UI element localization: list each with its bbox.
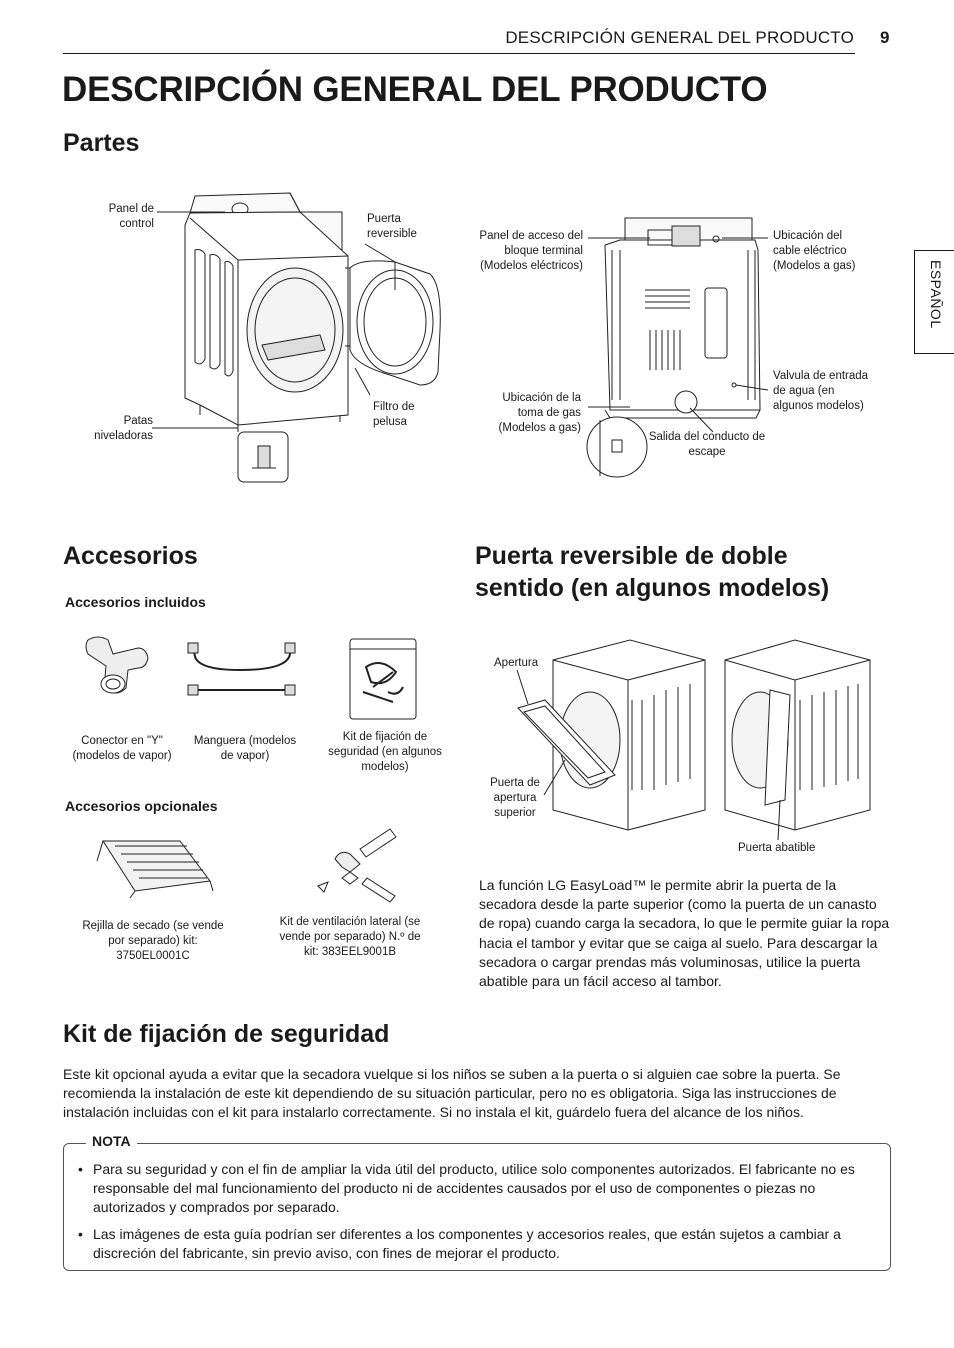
label-patas-niveladoras: Patas niveladoras: [94, 415, 153, 442]
partes-heading: Partes: [63, 129, 140, 157]
nota-label: NOTA: [86, 1133, 137, 1149]
label-panel-acceso: Panel de acceso del bloque terminal (Mod…: [479, 230, 583, 272]
label-valvula-agua: Valvula de entrada de agua (en algunos m…: [773, 370, 869, 412]
label-puerta-reversible: Puerta reversible: [367, 213, 417, 240]
hose-icon: [185, 635, 300, 700]
label-apertura: Apertura: [494, 657, 539, 669]
accesorios-opcionales-heading: Accesorios opcionales: [65, 798, 218, 814]
puerta-heading: Puerta reversible de doble sentido (en a…: [475, 540, 829, 604]
safety-kit-bag-icon: [348, 637, 420, 723]
label-ubicacion-cable: Ubicación del cable eléctrico (Modelos a…: [773, 230, 856, 272]
kit-body: Este kit opcional ayuda a evitar que la …: [63, 1066, 841, 1121]
accesorio-label: Manguera (modelos de vapor): [193, 735, 297, 762]
accesorio-label: Kit de fijación de seguridad (en algunos…: [328, 731, 442, 773]
accesorios-heading: Accesorios: [63, 542, 198, 570]
side-vent-kit-icon: [310, 824, 410, 909]
drying-rack-icon: [95, 836, 215, 901]
nota-box: [63, 1143, 891, 1271]
label-salida-escape: Salida del conducto de escape: [648, 431, 766, 458]
y-connector-icon: [80, 632, 160, 702]
puerta-heading-line2: sentido (en algunos modelos): [475, 574, 830, 602]
running-header: DESCRIPCIÓN GENERAL DEL PRODUCTO: [505, 28, 854, 47]
puerta-heading-line1: Puerta reversible de doble: [475, 542, 788, 570]
accesorio-label: Conector en "Y" (modelos de vapor): [72, 735, 172, 762]
label-ubicacion-gas: Ubicación de la toma de gas (Modelos a g…: [498, 392, 581, 434]
accesorio-label: Kit de ventilación lateral (se vende por…: [279, 916, 421, 958]
accesorio-label: Rejilla de secado (se vende por separado…: [82, 920, 224, 962]
label-filtro-pelusa: Filtro de pelusa: [373, 401, 415, 428]
easyload-door-illustration: [0, 0, 954, 860]
nota-item: Para su seguridad y con el fin de amplia…: [93, 1161, 855, 1216]
dryer-back-illustration: [0, 0, 954, 500]
nota-item: Las imágenes de esta guía podrían ser di…: [93, 1226, 841, 1262]
label-puerta-abatible: Puerta abatible: [738, 842, 816, 854]
language-tab-label: ESPAÑOL: [928, 260, 944, 329]
accesorios-incluidos-heading: Accesorios incluidos: [65, 594, 206, 610]
page-title: DESCRIPCIÓN GENERAL DEL PRODUCTO: [62, 70, 768, 109]
dryer-front-illustration: [0, 0, 954, 500]
page-number: 9: [880, 28, 890, 47]
label-panel-control: Panel de control: [108, 203, 154, 230]
language-tab: [914, 250, 954, 354]
kit-heading: Kit de fijación de seguridad: [63, 1020, 390, 1048]
easyload-description: La función LG EasyLoad™ le permite abrir…: [479, 877, 890, 990]
bullet-icon: •: [78, 1161, 83, 1177]
label-puerta-superior: Puerta de apertura superior: [490, 777, 540, 819]
header-rule: [63, 53, 855, 54]
bullet-icon: •: [78, 1226, 83, 1242]
